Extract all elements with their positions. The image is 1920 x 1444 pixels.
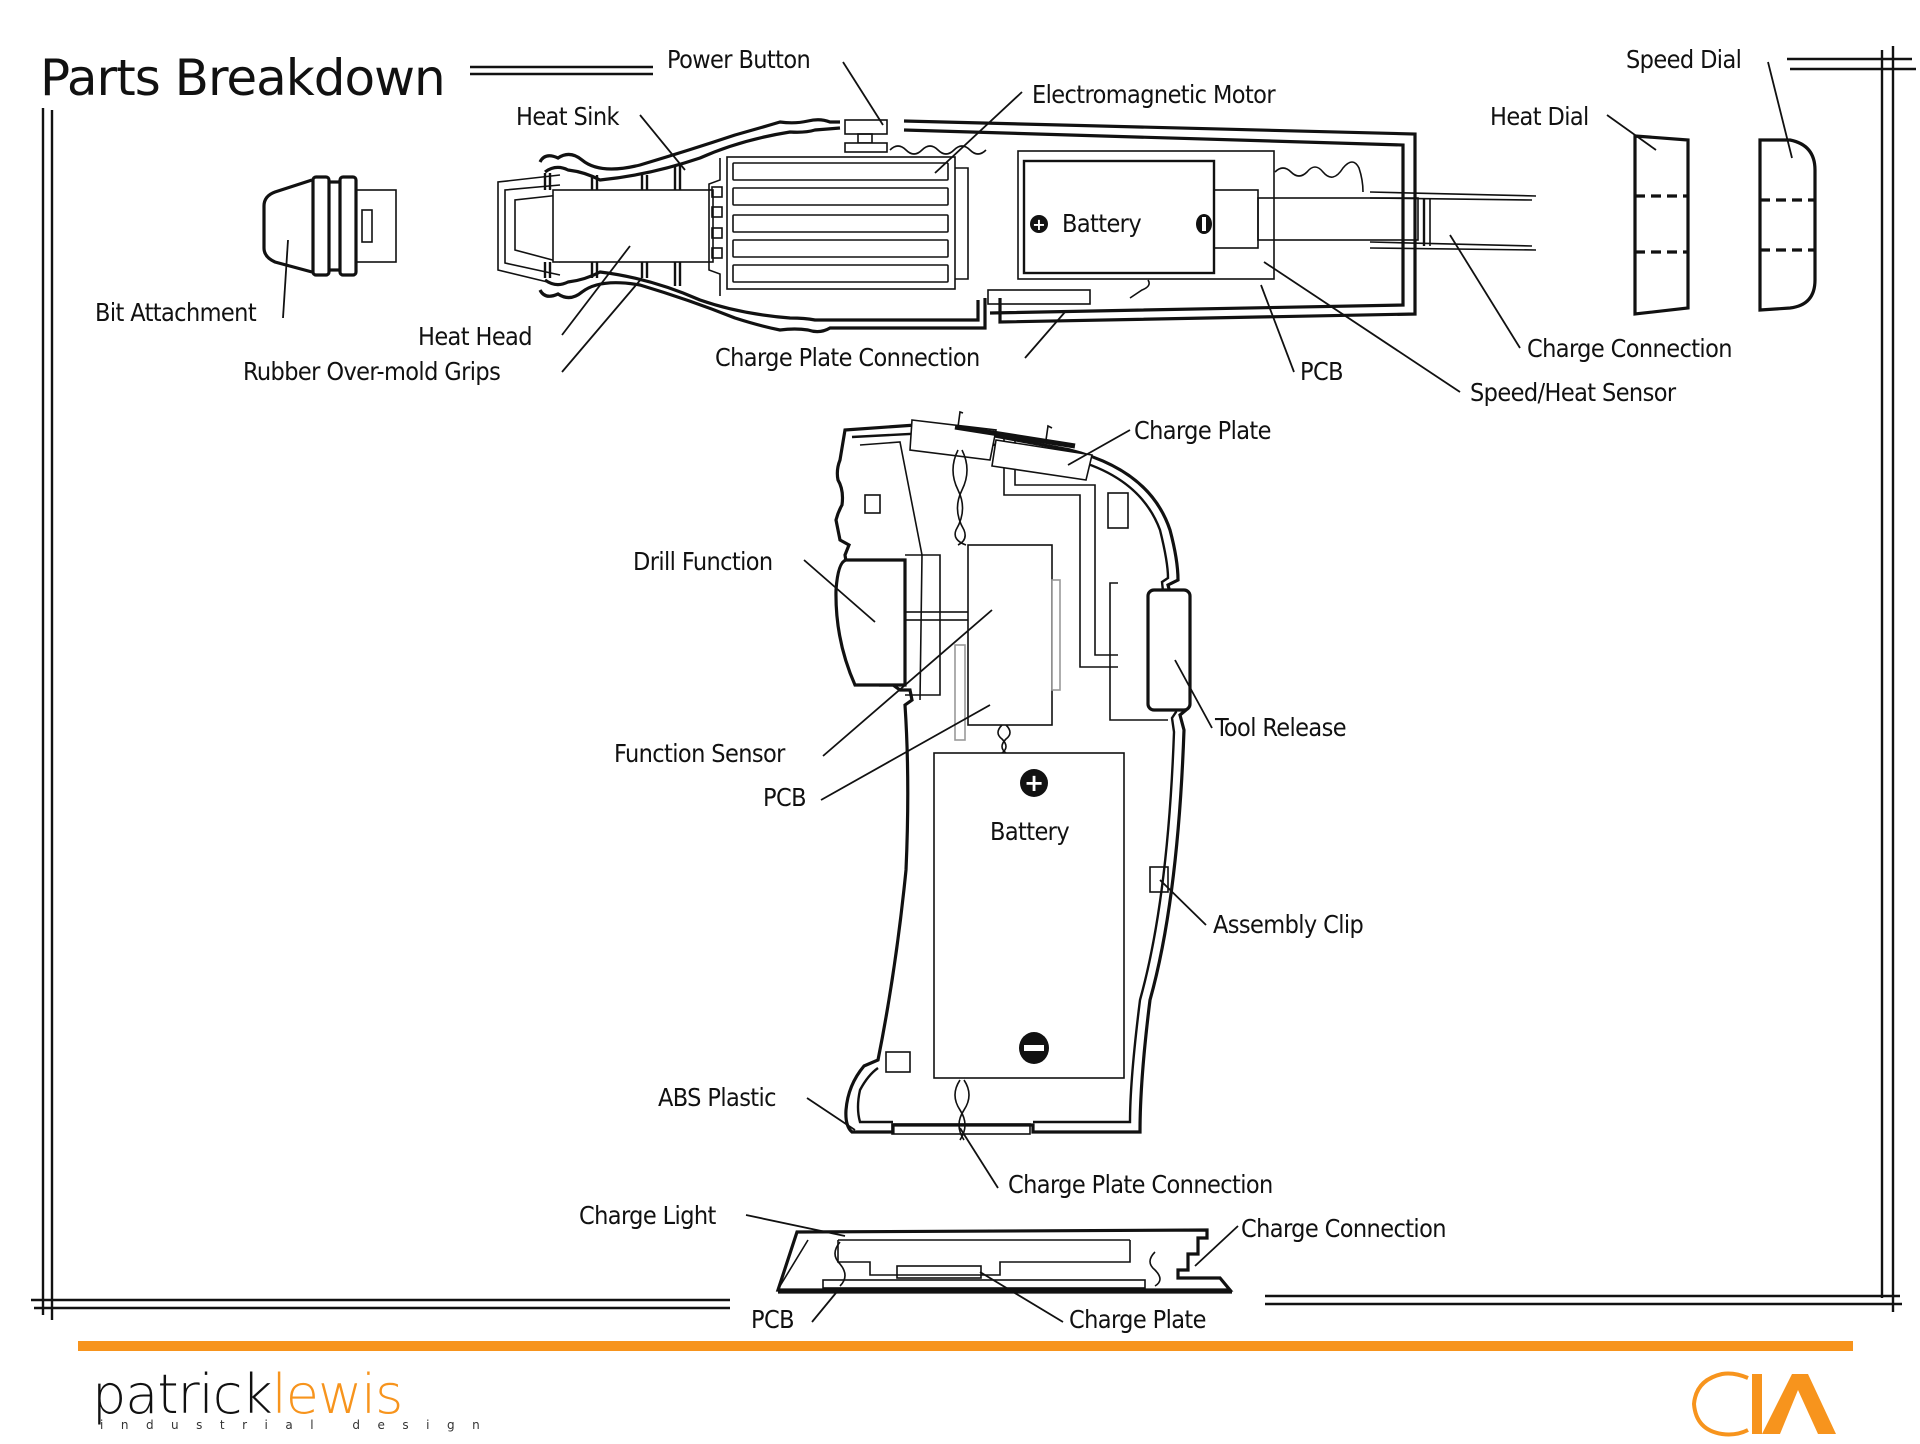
- top-battery: + Battery: [1030, 209, 1212, 238]
- dock-leaders: [745, 1214, 1239, 1323]
- top-labels: Power Button Electromagnetic Motor Heat …: [95, 45, 1742, 407]
- label-charge-plate-connection-top: Charge Plate Connection: [715, 343, 980, 372]
- label-charge-plate-dock: Charge Plate: [1069, 1305, 1206, 1334]
- dock-section: [775, 1228, 1234, 1294]
- label-pcb-side: PCB: [763, 783, 806, 812]
- speed-dial-part: [1758, 138, 1817, 312]
- battery-negative-icon: [1202, 217, 1206, 231]
- label-heat-sink: Heat Sink: [516, 102, 619, 131]
- label-drill-function: Drill Function: [633, 547, 773, 576]
- side-battery-negative-icon: [1024, 1045, 1044, 1051]
- cia-logo-icon: [1691, 1371, 1836, 1437]
- label-power-button: Power Button: [667, 45, 810, 74]
- brand-subtitle: industrial design: [100, 1418, 498, 1432]
- side-battery-positive-icon: +: [1024, 769, 1044, 797]
- brand-logo: patricklewis industrial design: [92, 1368, 498, 1433]
- label-assembly-clip: Assembly Clip: [1213, 910, 1364, 939]
- label-heat-head: Heat Head: [418, 322, 532, 351]
- label-electromagnetic-motor: Electromagnetic Motor: [1032, 80, 1276, 109]
- label-tool-release: Tool Release: [1214, 713, 1346, 742]
- battery-positive-icon: +: [1032, 215, 1045, 234]
- tool-top-section: [497, 118, 1537, 334]
- brand-last-name: lewis: [271, 1363, 404, 1426]
- label-speed-heat-sensor: Speed/Heat Sensor: [1470, 378, 1677, 407]
- label-rubber-grips: Rubber Over-mold Grips: [243, 357, 500, 386]
- label-charge-light: Charge Light: [579, 1201, 717, 1230]
- side-labels: Charge Plate Drill Function Tool Release…: [614, 416, 1364, 1199]
- label-bit-attachment: Bit Attachment: [95, 298, 257, 327]
- bit-attachment-part: [262, 175, 397, 277]
- label-speed-dial: Speed Dial: [1626, 45, 1741, 74]
- label-charge-connection-dock: Charge Connection: [1241, 1214, 1446, 1243]
- label-charge-plate-connection-side: Charge Plate Connection: [1008, 1170, 1273, 1199]
- label-pcb-top: PCB: [1300, 357, 1343, 386]
- top-battery-label: Battery: [1062, 209, 1141, 238]
- footer-accent-bar: [78, 1341, 1853, 1351]
- heat-dial-part: [1633, 134, 1690, 316]
- tool-side-section: +: [834, 410, 1192, 1141]
- frame-border: [31, 46, 1916, 1320]
- label-abs-plastic: ABS Plastic: [658, 1083, 776, 1112]
- label-heat-dial: Heat Dial: [1490, 102, 1589, 131]
- top-leaders: [282, 61, 1793, 393]
- label-charge-connection-top: Charge Connection: [1527, 334, 1732, 363]
- label-charge-plate-side: Charge Plate: [1134, 416, 1271, 445]
- brand-first-name: patrick: [92, 1363, 273, 1426]
- label-battery-side: Battery: [990, 817, 1069, 846]
- page-title: Parts Breakdown: [40, 49, 445, 107]
- label-pcb-dock: PCB: [751, 1305, 794, 1334]
- side-leaders: [803, 429, 1213, 1189]
- dock-labels: Charge Light Charge Connection PCB Charg…: [579, 1201, 1446, 1334]
- label-function-sensor: Function Sensor: [614, 739, 786, 768]
